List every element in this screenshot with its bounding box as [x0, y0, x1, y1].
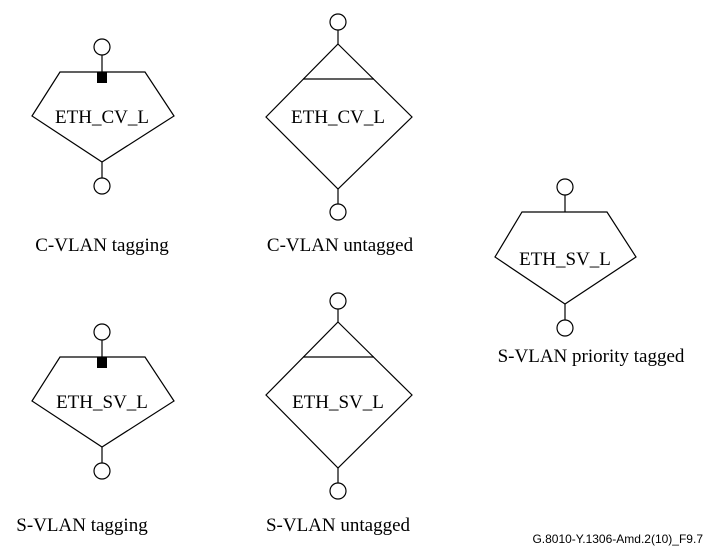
block-label: ETH_SV_L — [292, 392, 384, 413]
top-port-icon — [93, 323, 111, 341]
block-caption: C-VLAN untagged — [267, 235, 414, 256]
tagging-marker-icon — [97, 357, 107, 368]
block-caption: S-VLAN tagging — [16, 515, 148, 536]
block-caption: S-VLAN untagged — [266, 515, 411, 536]
block-label: ETH_CV_L — [291, 107, 385, 128]
svlan-priority-tagged-block: ETH_SV_L S-VLAN priority tagged — [494, 178, 685, 367]
bottom-port-icon — [93, 177, 111, 195]
top-port-icon — [556, 178, 574, 196]
top-port-icon — [93, 38, 111, 56]
figure-reference-id: G.8010-Y.1306-Amd.2(10)_F9.7 — [532, 532, 703, 546]
block-caption: C-VLAN tagging — [35, 235, 169, 256]
svlan-untagged-block: ETH_SV_L S-VLAN untagged — [265, 292, 413, 536]
cvlan-untagged-block: ETH_CV_L C-VLAN untagged — [265, 13, 414, 256]
top-port-icon — [329, 13, 347, 31]
bottom-port-icon — [93, 462, 111, 480]
block-label: ETH_CV_L — [55, 107, 149, 128]
bottom-port-icon — [329, 482, 347, 500]
bottom-port-icon — [329, 203, 347, 221]
block-label: ETH_SV_L — [519, 249, 611, 270]
cvlan-tagging-block: ETH_CV_L C-VLAN tagging — [31, 38, 175, 256]
block-label: ETH_SV_L — [56, 392, 148, 413]
adaptation-pentagon — [31, 356, 175, 448]
top-port-icon — [329, 292, 347, 310]
adaptation-pentagon — [494, 211, 637, 305]
tagging-marker-icon — [97, 72, 107, 83]
bottom-port-icon — [556, 319, 574, 337]
block-caption: S-VLAN priority tagged — [498, 346, 685, 367]
svlan-tagging-block: ETH_SV_L S-VLAN tagging — [16, 323, 175, 536]
adaptation-pentagon — [31, 71, 175, 163]
